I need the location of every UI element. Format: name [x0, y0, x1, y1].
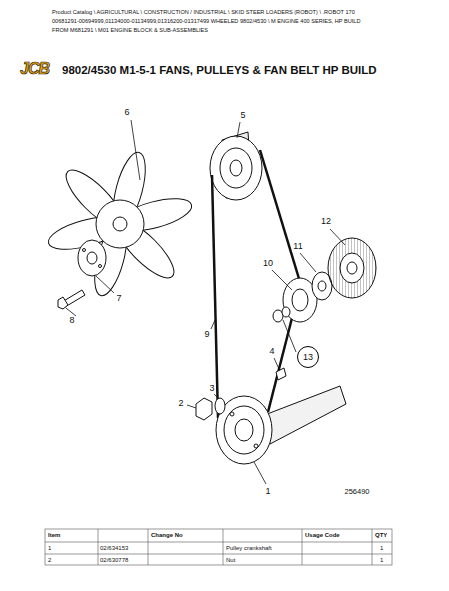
- breadcrumb: 00681291-00694999,01134000-01134999,0131…: [52, 18, 361, 24]
- callout-number: 9: [203, 330, 210, 340]
- callout-number: 7: [115, 294, 122, 304]
- table-cell: 02/634153: [100, 545, 128, 552]
- breadcrumb: Product Catalog \ AGRICULTURAL \ CONSTRU…: [52, 9, 355, 15]
- brand-logo: JCB: [20, 60, 49, 78]
- table-cell: 02/630778: [100, 557, 128, 564]
- table-cell: Nut: [226, 557, 235, 564]
- callout-number: 1: [264, 487, 271, 497]
- callout-number: 3: [208, 384, 215, 394]
- breadcrumb: FROM M681291 \ M01 ENGINE BLOCK & SUB-AS…: [52, 27, 208, 33]
- circled-callout: 13: [297, 346, 319, 368]
- table-header: Item: [48, 532, 60, 539]
- table-cell: 1: [48, 545, 51, 552]
- table-header: Usage Code: [305, 532, 340, 539]
- table-cell: 1: [380, 545, 383, 552]
- table-cell: Pulley crankshaft: [226, 545, 272, 552]
- callout-number: 4: [268, 347, 275, 357]
- table-cell: 2: [48, 557, 51, 564]
- callout-number: 12: [320, 217, 332, 227]
- callout-number: 8: [68, 316, 75, 326]
- callout-number: 11: [292, 242, 303, 252]
- table-cell: 1: [380, 557, 383, 564]
- figure-number: 256490: [343, 488, 370, 496]
- callout-number: 2: [177, 399, 184, 409]
- callout-number: 5: [239, 111, 246, 121]
- table-header: QTY: [375, 532, 387, 539]
- callout-number: 13: [303, 352, 313, 362]
- table-header: Change No: [151, 532, 183, 539]
- page-title: 9802/4530 M1-5-1 FANS, PULLEYS & FAN BEL…: [62, 64, 377, 77]
- callout-number: 6: [123, 108, 130, 118]
- callout-number: 10: [262, 259, 274, 269]
